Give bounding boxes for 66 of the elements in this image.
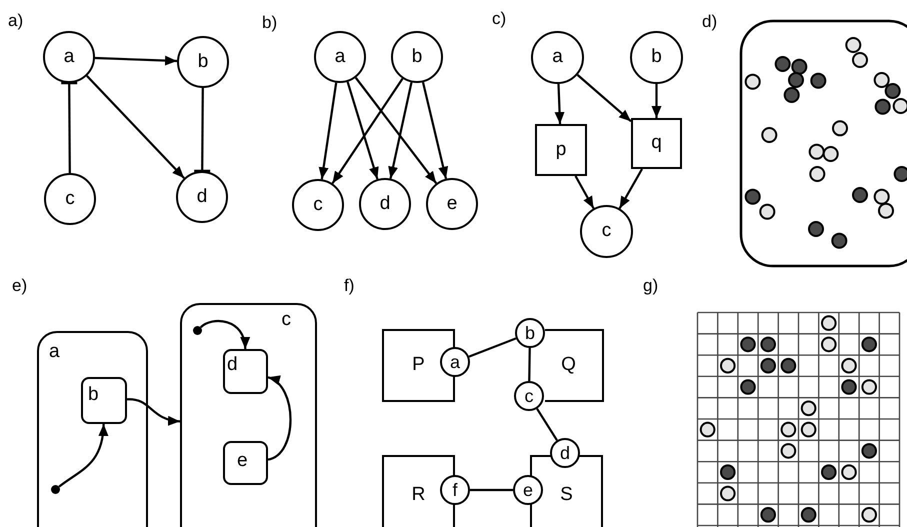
- node-label: q: [651, 131, 662, 156]
- node-label: a: [552, 45, 563, 70]
- node-label: e: [446, 192, 458, 216]
- state-box: [81, 377, 127, 424]
- node-label: c: [65, 186, 75, 211]
- arrow: [618, 168, 643, 209]
- node-label: d: [227, 354, 238, 375]
- node-label: d: [380, 192, 390, 216]
- connector-line: [470, 488, 513, 492]
- arrow: [554, 84, 565, 124]
- node-label: S: [560, 482, 573, 507]
- arrow: [388, 82, 413, 179]
- arrow: [652, 84, 662, 118]
- node-label: e: [237, 450, 248, 471]
- node-label: c: [313, 192, 323, 217]
- node-label: b: [651, 45, 662, 70]
- arrow: [94, 56, 178, 66]
- state-box: [180, 303, 317, 527]
- square-node: [535, 124, 587, 176]
- panel-label: e): [12, 277, 28, 294]
- square-node: [631, 118, 682, 169]
- node-label: Q: [561, 353, 576, 378]
- panel-label: a): [8, 12, 24, 29]
- arrow: [200, 320, 250, 350]
- node-label: b: [524, 322, 535, 344]
- node-label: b: [412, 44, 422, 69]
- arrow: [354, 77, 438, 184]
- node-label: b: [198, 50, 208, 74]
- arrow: [86, 75, 185, 179]
- node-label: a: [64, 44, 74, 69]
- arrow: [126, 398, 180, 426]
- inhibition-line: [60, 82, 78, 173]
- node-label: R: [412, 482, 426, 507]
- node-label: a: [334, 44, 346, 69]
- node-label: a: [450, 350, 460, 374]
- panel-label: b): [262, 14, 278, 31]
- arrow: [58, 424, 108, 488]
- node-label: P: [412, 353, 425, 378]
- arrow: [574, 175, 595, 209]
- connector-line: [536, 408, 558, 441]
- arrow: [318, 82, 338, 180]
- panel-label: g): [643, 277, 658, 294]
- state-box: [37, 331, 148, 527]
- node-label: c: [282, 310, 291, 332]
- state-box: [223, 441, 268, 485]
- state-box: [223, 349, 268, 394]
- connector-line: [528, 348, 531, 382]
- arrow: [332, 78, 404, 184]
- node-label: d: [196, 184, 208, 209]
- arrow: [346, 82, 379, 180]
- node-label: c: [602, 219, 612, 244]
- node-label: e: [522, 478, 533, 502]
- node-label: a: [49, 341, 60, 362]
- arrow: [422, 82, 448, 179]
- panel-label: c): [492, 10, 506, 27]
- inhibition-line: [192, 88, 212, 172]
- connector-line: [468, 337, 516, 358]
- node-label: f: [452, 478, 458, 502]
- panel-label: d): [702, 13, 718, 30]
- arrow: [268, 376, 292, 461]
- node-label: p: [556, 138, 566, 162]
- panel-label: f): [344, 277, 354, 294]
- node-label: d: [560, 442, 570, 464]
- arrow: [576, 74, 632, 122]
- node-label: c: [524, 384, 534, 408]
- node-label: b: [88, 384, 99, 405]
